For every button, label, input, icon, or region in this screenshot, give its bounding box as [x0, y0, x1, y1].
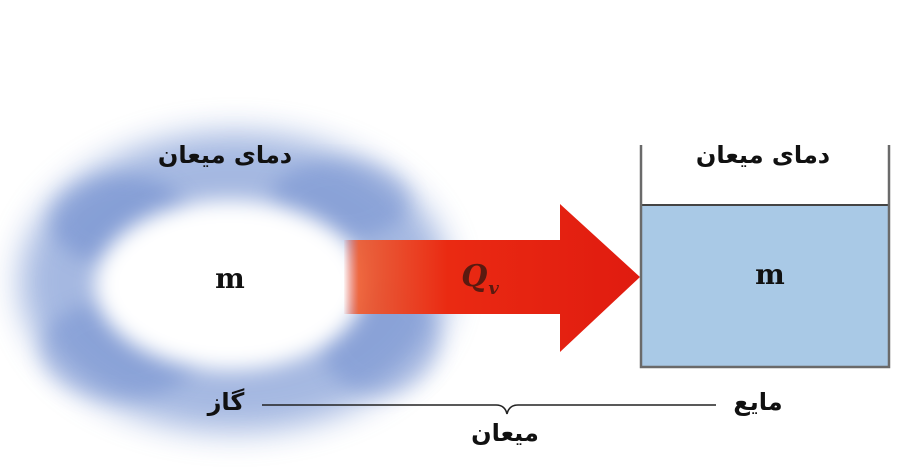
- condensation-label: میعان: [455, 419, 555, 447]
- gas-mass-label: m: [200, 262, 260, 295]
- gas-state-label: گاز: [196, 388, 256, 416]
- heat-symbol: Q: [461, 259, 487, 294]
- heat-label: Qv: [440, 259, 520, 294]
- heat-subscript: v: [488, 278, 498, 299]
- gas-temperature-label: دمای میعان: [140, 141, 310, 169]
- liquid-mass-label: m: [740, 258, 800, 291]
- liquid-state-label: مایع: [718, 388, 798, 416]
- liquid-temperature-label: دمای میعان: [668, 141, 858, 169]
- liquid-container: [641, 145, 889, 367]
